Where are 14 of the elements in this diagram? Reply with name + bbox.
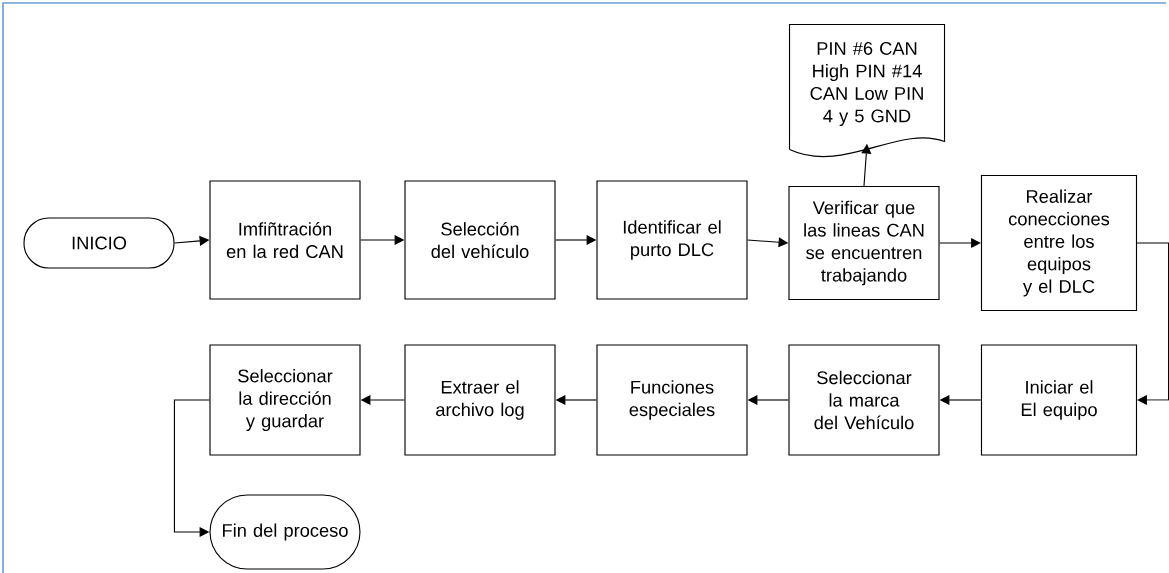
process-box: Iniciar el El equipo — [980, 344, 1138, 456]
process-box: Seleccionar la marca del Vehículo — [788, 344, 940, 456]
terminal-box: INICIO — [23, 217, 175, 269]
process-box: Seleccionar la dirección y guardar — [209, 344, 361, 456]
document-shape: PIN #6 CAN High PIN #14 CAN Low PIN 4 y 5 GND — [788, 23, 946, 157]
terminal-box: Fin del proceso — [209, 494, 361, 570]
process-box: Extraer el archivo log — [404, 344, 556, 456]
process-box: Identificar el purto DLC — [596, 180, 748, 300]
arrow — [1136, 242, 1169, 406]
process-box: Realizar conecciones entre los equipos y el DLC — [980, 174, 1138, 312]
process-box: Imfiñtración en la red CAN — [209, 180, 361, 300]
process-box: Verificar que las lineas CAN se encuentren trabajando — [788, 185, 940, 301]
process-box: Selección del vehículo — [404, 180, 556, 300]
process-box: Funciones especiales — [596, 344, 748, 456]
